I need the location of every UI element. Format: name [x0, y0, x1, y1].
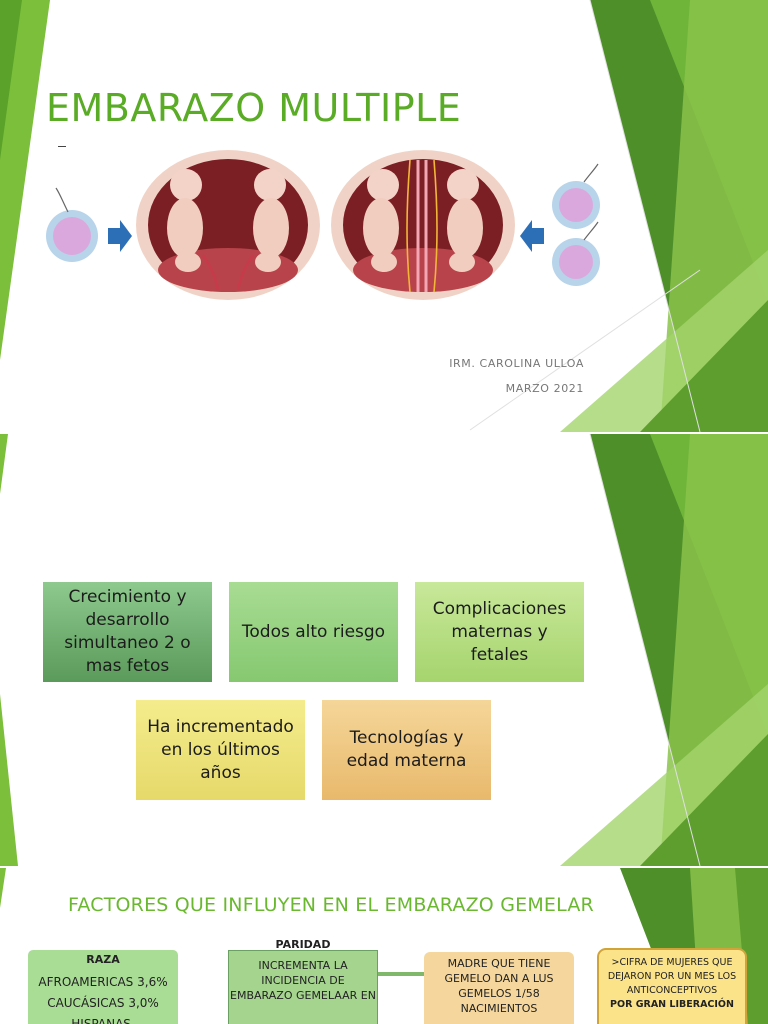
connector-line — [378, 972, 424, 976]
info-box-increase: Ha incrementado en los últimos años — [136, 700, 305, 800]
info-box-technology: Tecnologías y edad materna — [322, 700, 491, 800]
slide-title: FACTORES QUE INFLUYEN EN EL EMBARAZO GEM… — [68, 894, 594, 916]
parity-heading: PARIDAD — [275, 938, 331, 951]
divider — [58, 146, 66, 147]
factor-box-race: RAZA AFROAMERICAS 3,6% CAUCÁSICAS 3,0% H… — [28, 950, 178, 1024]
contraceptive-bold-text: POR GRAN LIBERACIÓN — [610, 999, 734, 1010]
twins-fetus-illustration — [46, 150, 600, 300]
mother-text: MADRE QUE TIENE GEMELO DAN A LUS GEMELOS… — [444, 957, 554, 1015]
slide-1: EMBARAZO MULTIPLE — [0, 0, 768, 432]
green-decoration — [0, 0, 768, 432]
slide-2: Crecimiento y desarrollo simultaneo 2 o … — [0, 434, 768, 866]
parity-text: INCREMENTA LA INCIDENCIA DE EMBARAZO GEM… — [230, 959, 376, 1002]
race-line: AFROAMERICAS 3,6% — [38, 975, 168, 989]
date-text: MARZO 2021 — [505, 382, 584, 395]
factor-box-parity: INCREMENTA LA INCIDENCIA DE EMBARAZO GEM… — [228, 950, 378, 1024]
factor-box-contraceptives: >CIFRA DE MUJERES QUE DEJARON POR UN MES… — [597, 948, 747, 1024]
author-text: IRM. CAROLINA ULLOA — [449, 357, 584, 370]
factor-box-mother: MADRE QUE TIENE GEMELO DAN A LUS GEMELOS… — [424, 952, 574, 1024]
green-decoration — [0, 434, 768, 866]
contraceptive-text: >CIFRA DE MUJERES QUE DEJARON POR UN MES… — [607, 957, 737, 996]
race-line: CAUCÁSICAS 3,0% — [47, 996, 159, 1010]
info-box-complications: Complicaciones maternas y fetales — [415, 582, 584, 682]
slide-title: EMBARAZO MULTIPLE — [46, 86, 462, 130]
slide-3: FACTORES QUE INFLUYEN EN EL EMBARAZO GEM… — [0, 868, 768, 1024]
race-line: HISPANAS, — [71, 1017, 135, 1024]
info-box-risk: Todos alto riesgo — [229, 582, 398, 682]
info-box-growth: Crecimiento y desarrollo simultaneo 2 o … — [43, 582, 212, 682]
race-heading: RAZA — [86, 953, 120, 966]
